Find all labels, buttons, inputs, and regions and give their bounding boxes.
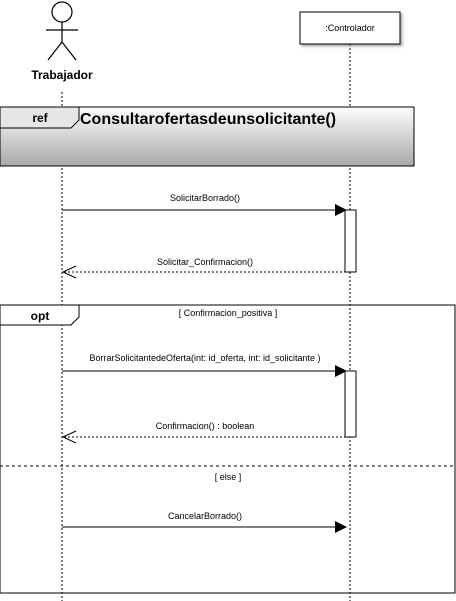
- return-arrowhead: [61, 430, 77, 444]
- message-cancelar-borrado[interactable]: CancelarBorrado(): [62, 511, 347, 533]
- actor-label: Trabajador: [31, 68, 93, 82]
- actor-right-leg: [61, 41, 77, 61]
- actor-figure[interactable]: [46, 1, 78, 61]
- message-label: SolicitarBorrado(): [170, 193, 240, 203]
- ref-title: Consultarofertasdeunsolicitante(): [80, 111, 336, 128]
- opt-guard-positive: [ Confirmacion_positiva ]: [179, 308, 278, 318]
- message-borrar-solicitante[interactable]: BorrarSolicitantedeOferta(int: id_oferta…: [62, 353, 347, 377]
- message-solicitar-borrado[interactable]: SolicitarBorrado(): [62, 193, 347, 216]
- message-label: Solicitar_Confirmacion(): [157, 257, 253, 267]
- message-solicitar-confirmacion[interactable]: Solicitar_Confirmacion(): [61, 257, 345, 279]
- ref-fragment[interactable]: ref Consultarofertasdeunsolicitante(): [0, 106, 415, 167]
- ref-tag: ref: [32, 111, 48, 125]
- sync-arrowhead: [335, 521, 347, 533]
- opt-guard-else: [ else ]: [215, 472, 242, 482]
- message-confirmacion[interactable]: Confirmacion() : boolean: [61, 421, 345, 444]
- opt-fragment[interactable]: opt [ Confirmacion_positiva ] [ else ]: [0, 304, 456, 594]
- opt-tag-box: [0, 304, 80, 326]
- actor-left-leg: [47, 41, 63, 61]
- actor-head: [51, 1, 73, 23]
- sync-arrowhead: [335, 204, 347, 216]
- ref-tag-box: [0, 106, 80, 129]
- controller-label: :Controlador: [325, 23, 375, 33]
- controller-box[interactable]: :Controlador: [299, 11, 401, 45]
- message-label: CancelarBorrado(): [168, 511, 242, 521]
- message-label: BorrarSolicitantedeOferta(int: id_oferta…: [89, 353, 320, 363]
- return-arrowhead: [61, 265, 77, 279]
- activation-bar-2: [344, 370, 357, 438]
- message-label: Confirmacion() : boolean: [156, 421, 255, 431]
- activation-bar-1: [344, 209, 357, 273]
- sync-arrowhead: [335, 365, 347, 377]
- opt-tag: opt: [31, 309, 50, 323]
